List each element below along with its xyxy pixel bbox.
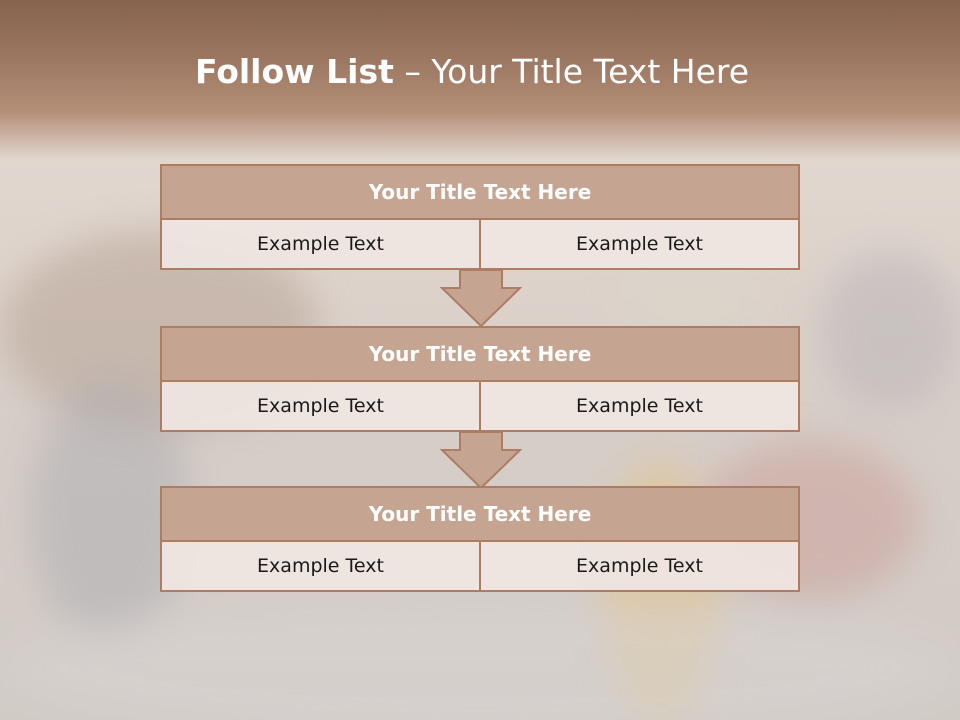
block-title: Your Title Text Here [160, 486, 800, 542]
block-cell-right: Example Text [479, 542, 798, 590]
block-cell-right: Example Text [479, 382, 798, 430]
block-cell-left: Example Text [162, 220, 479, 268]
list-block-2: Your Title Text Here Example Text Exampl… [160, 326, 800, 432]
down-arrow-icon [439, 431, 523, 490]
block-cell-left: Example Text [162, 382, 479, 430]
slide-title: Follow List – Your Title Text Here [0, 52, 944, 91]
list-block-1: Your Title Text Here Example Text Exampl… [160, 164, 800, 270]
header-band [0, 0, 960, 160]
down-arrow-icon [439, 269, 523, 328]
block-cell-left: Example Text [162, 542, 479, 590]
block-row: Example Text Example Text [160, 382, 800, 432]
list-block-3: Your Title Text Here Example Text Exampl… [160, 486, 800, 592]
block-title: Your Title Text Here [160, 164, 800, 220]
title-bold: Follow List [194, 52, 394, 91]
title-rest: – Your Title Text Here [393, 52, 750, 91]
block-row: Example Text Example Text [160, 542, 800, 592]
block-row: Example Text Example Text [160, 220, 800, 270]
block-cell-right: Example Text [479, 220, 798, 268]
block-title: Your Title Text Here [160, 326, 800, 382]
